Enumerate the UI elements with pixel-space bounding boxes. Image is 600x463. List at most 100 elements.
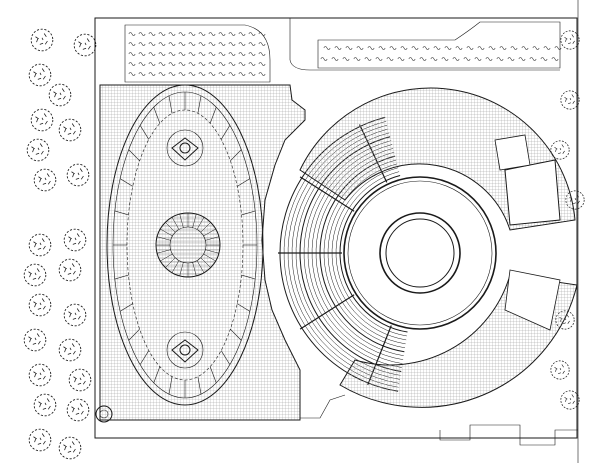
shrub-icon	[148, 32, 156, 36]
shrub-icon	[218, 62, 226, 66]
shrub-icon	[168, 62, 176, 66]
shrub-icon	[198, 62, 206, 66]
shrub-icon	[148, 42, 156, 46]
shrub-icon	[400, 46, 408, 50]
shrub-icon	[228, 62, 236, 66]
shrub-icon	[218, 32, 226, 36]
shrub-icon	[178, 72, 186, 76]
shrub-icon	[208, 42, 216, 46]
shrub-icon	[422, 46, 430, 50]
shrub-icon	[510, 46, 518, 50]
shrub-icon	[320, 57, 328, 61]
tree-canopy-icon	[58, 258, 82, 282]
shrub-icon	[441, 57, 449, 61]
shrub-icon	[178, 32, 186, 36]
shrub-icon	[342, 57, 350, 61]
shrub-icon	[238, 32, 246, 36]
shrub-icon	[148, 62, 156, 66]
tree-canopy-icon	[58, 338, 82, 362]
shrub-icon	[238, 72, 246, 76]
shrub-icon	[178, 62, 186, 66]
tree-canopy-icon	[63, 228, 87, 252]
shrub-icon	[378, 46, 386, 50]
shrub-icon	[168, 52, 176, 56]
shrub-icon	[238, 42, 246, 46]
shrub-icon	[543, 46, 551, 50]
tree-canopy-icon	[26, 138, 50, 162]
shrub-icon	[518, 57, 526, 61]
shrub-icon	[334, 46, 342, 50]
shrub-icon	[128, 52, 136, 56]
shrub-icon	[248, 72, 256, 76]
shrub-icon	[488, 46, 496, 50]
planting-bed-north-east	[317, 21, 562, 69]
shrub-icon	[466, 46, 474, 50]
shrub-icon	[208, 62, 216, 66]
shrub-icon	[258, 42, 266, 46]
shrub-icon	[496, 57, 504, 61]
tree-row-west	[23, 28, 97, 460]
shrub-icon	[158, 52, 166, 56]
shrub-icon	[248, 62, 256, 66]
shrub-icon	[258, 32, 266, 36]
shrub-icon	[248, 52, 256, 56]
shrub-icon	[178, 42, 186, 46]
tree-canopy-icon	[30, 28, 54, 52]
shrub-icon	[138, 72, 146, 76]
shrub-icon	[128, 62, 136, 66]
arc-wing-north	[299, 87, 576, 231]
oval-promenade	[106, 84, 264, 406]
shrub-icon	[208, 52, 216, 56]
tree-canopy-icon	[28, 293, 52, 317]
shrub-icon	[148, 52, 156, 56]
shrub-icon	[455, 46, 463, 50]
shrub-icon	[529, 57, 537, 61]
shrub-icon	[248, 42, 256, 46]
shrub-icon	[158, 72, 166, 76]
shrub-icon	[444, 46, 452, 50]
fountain-south	[166, 331, 204, 369]
shrub-icon	[477, 46, 485, 50]
corner-planter	[95, 405, 113, 423]
shrub-icon	[228, 42, 236, 46]
tree-canopy-icon	[58, 436, 82, 460]
shrub-icon	[138, 52, 146, 56]
shrub-icon	[507, 57, 515, 61]
shrub-icon	[238, 52, 246, 56]
tree-canopy-icon	[28, 363, 52, 387]
tree-canopy-icon	[48, 83, 72, 107]
shrub-icon	[386, 57, 394, 61]
shrub-icon	[408, 57, 416, 61]
shrub-icon	[364, 57, 372, 61]
tree-canopy-icon	[550, 360, 570, 380]
shrub-icon	[433, 46, 441, 50]
shrub-icon	[188, 62, 196, 66]
shrub-icon	[168, 32, 176, 36]
shrub-icon	[218, 42, 226, 46]
shrub-icon	[218, 72, 226, 76]
shrub-icon	[128, 42, 136, 46]
shrub-icon	[128, 72, 136, 76]
shrub-icon	[128, 32, 136, 36]
shrub-icon	[345, 46, 353, 50]
shrub-icon	[208, 72, 216, 76]
shrub-icon	[452, 57, 460, 61]
shrub-icon	[485, 57, 493, 61]
service-strip-south	[299, 380, 346, 419]
shrub-icon	[238, 62, 246, 66]
shrub-icon	[375, 57, 383, 61]
shrub-icon	[198, 52, 206, 56]
shrub-icon	[532, 46, 540, 50]
shrub-icon	[228, 72, 236, 76]
shrub-icon	[228, 52, 236, 56]
tree-canopy-icon	[30, 108, 54, 132]
shrub-icon	[419, 57, 427, 61]
shrub-icon	[521, 46, 529, 50]
shrub-icon	[367, 46, 375, 50]
tree-canopy-icon	[66, 398, 90, 422]
shrub-icon	[430, 57, 438, 61]
tree-canopy-icon	[66, 163, 90, 187]
shrub-icon	[356, 46, 364, 50]
shrub-icon	[463, 57, 471, 61]
